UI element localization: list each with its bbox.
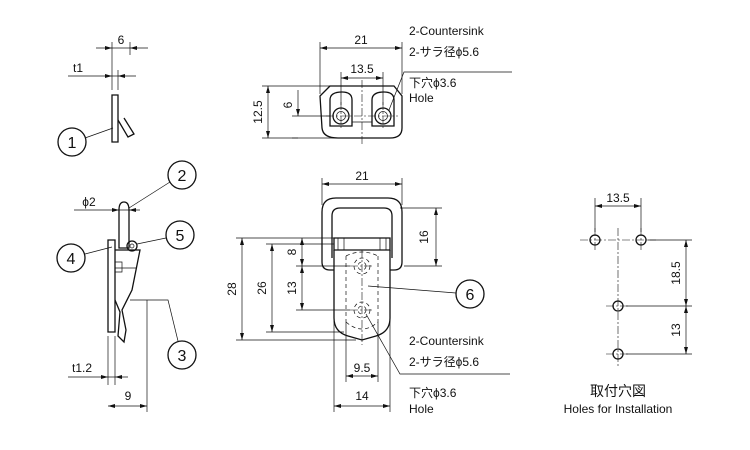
install-caption-en: Holes for Installation: [564, 402, 673, 416]
callout-4: 4: [67, 251, 76, 268]
dim-holes-13-5: 13.5: [606, 191, 630, 205]
dim-front-21: 21: [355, 169, 369, 183]
dim-front-16: 16: [417, 230, 431, 244]
install-caption-jp: 取付穴図: [590, 383, 646, 399]
installation-hole-pattern: 13.5 18.5 13 取付穴図 Holes for Installation: [564, 191, 692, 416]
side-view-base-plate: 6 t1 1: [57, 33, 148, 157]
dim-side-phi2: ϕ2: [82, 195, 96, 209]
note-top-countersink: 2-Countersink: [409, 24, 485, 38]
callout-3: 3: [178, 348, 187, 365]
dim-holes-18-5: 18.5: [669, 261, 683, 285]
dim-front-14: 14: [355, 389, 369, 403]
dim-front-28: 28: [225, 282, 239, 296]
top-view-base-plate: 21 13.5 12.5 6 2-Countersink 2-サラ径ϕ5.6 下…: [251, 24, 512, 145]
dim-side-t1: t1: [73, 61, 83, 75]
side-view-latch: ϕ2 t1.2 9 2 4 5 3: [56, 160, 197, 412]
dim-front-9-5: 9.5: [354, 361, 371, 375]
dim-front-8: 8: [285, 248, 299, 255]
dim-holes-13: 13: [669, 323, 683, 337]
dim-side-6: 6: [118, 33, 125, 47]
front-view-latch: 21 16 28 26 13 8: [225, 169, 510, 416]
dim-side-t1-2: t1.2: [72, 361, 92, 375]
dim-front-13: 13: [285, 281, 299, 295]
dim-top-6: 6: [281, 101, 295, 108]
callout-5: 5: [176, 228, 185, 245]
note-front-shita: 下穴ϕ3.6: [409, 385, 457, 400]
note-front-sara: 2-サラ径ϕ5.6: [409, 355, 479, 369]
note-top-hole: Hole: [409, 91, 434, 105]
callout-1: 1: [68, 135, 77, 152]
dim-top-12-5: 12.5: [251, 100, 265, 124]
callout-6: 6: [466, 287, 475, 304]
dim-top-13-5: 13.5: [350, 62, 374, 76]
dim-side-9: 9: [125, 389, 132, 403]
note-top-sara: 2-サラ径ϕ5.6: [409, 45, 479, 59]
note-top-shita: 下穴ϕ3.6: [409, 75, 457, 90]
note-front-countersink: 2-Countersink: [409, 334, 485, 348]
dim-top-21: 21: [354, 33, 368, 47]
dim-front-26: 26: [255, 281, 269, 295]
callout-2: 2: [178, 168, 187, 185]
note-front-hole: Hole: [409, 402, 434, 416]
